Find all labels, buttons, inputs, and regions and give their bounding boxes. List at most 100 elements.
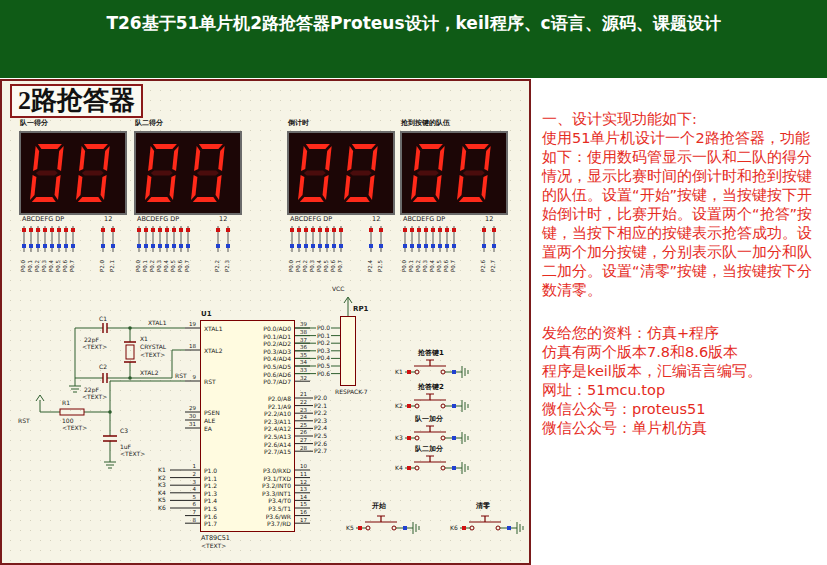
part-label: X1 (140, 336, 148, 342)
pin-name: P0.7/AD7 (263, 379, 291, 385)
pin-net-label: P0.2 (35, 260, 41, 272)
schematic-path (344, 297, 352, 316)
description-text: 微信公众号：proteus51 (542, 400, 706, 419)
pin-number: 35 (300, 353, 307, 359)
pin-number: 13 (300, 487, 307, 493)
pin-name: EA (204, 426, 212, 432)
pin-number: 7 (193, 510, 197, 516)
pin-name: P2.7/A15 (264, 449, 291, 455)
pin-name: P1.4 (204, 498, 217, 504)
part-label: U1 (201, 311, 212, 318)
description-text: 发给您的资料：仿真+程序 (542, 324, 719, 343)
pin-name: P2.5/A13 (264, 434, 291, 440)
pin-net-label: P0.1 (296, 260, 302, 272)
pin-net-label: P0.4 (49, 260, 55, 272)
pin-number: 14 (300, 495, 307, 501)
pin-number: 30 (189, 414, 196, 420)
pin-number: 27 (300, 438, 307, 444)
display-heading: 队二得分 (135, 120, 163, 127)
pin-caption: ABCDEFG DP (290, 216, 332, 223)
schematic-use (405, 426, 468, 444)
pin-number: 11 (300, 472, 307, 478)
pin-net-label: P0.6 (444, 260, 450, 272)
net-label: K1 (158, 467, 166, 473)
schematic-sheet (1, 80, 530, 564)
pin-name: P2.0/A8 (268, 396, 291, 402)
display-heading: 队一得分 (20, 120, 48, 127)
net-label: K6 (450, 525, 458, 531)
part-label: RST (18, 418, 30, 424)
description-text: 一、设计实现功能如下: (542, 110, 697, 129)
part-label: C3 (120, 428, 128, 434)
pin-name: P3.6/WR (266, 514, 291, 520)
pin-net-label: P2.6 (481, 260, 487, 272)
part-value: 100 (62, 418, 73, 424)
schematic-use (191, 144, 225, 202)
resistor-pack: RP1RESPACK-7 (340, 316, 356, 386)
pin-name: P3.5/T1 (268, 506, 291, 512)
button-label: 开始 (372, 503, 386, 510)
button-label: 抢答键1 (418, 350, 444, 357)
part-text: <TEXT> (62, 425, 87, 431)
part-text: <TEXT> (140, 352, 165, 358)
pin-name: P0.6/AD6 (263, 372, 291, 378)
part-value: 1uF (120, 444, 131, 450)
pin-name: P2.1/A9 (268, 404, 291, 410)
pin-number: 21 (300, 392, 307, 398)
net-label: K3 (158, 482, 166, 488)
pin-number: 22 (300, 400, 307, 406)
net-label: P0.3 (316, 348, 331, 354)
schematic-use (30, 144, 64, 202)
pin-net-label: P2.4 (368, 260, 374, 272)
pin-net-label: P0.3 (310, 260, 316, 272)
pin-net-label: P0.2 (303, 260, 309, 272)
pin-net-label: P0.5 (56, 260, 62, 272)
schematic-use (356, 516, 419, 534)
pin-name: P2.2/A10 (264, 411, 291, 417)
vcc-terminal (344, 297, 352, 316)
pin-net-label: P0.7 (338, 260, 344, 272)
net-label: P0.0 (316, 325, 331, 331)
net-label: XTAL2 (140, 370, 158, 376)
part-text: <TEXT> (201, 543, 226, 549)
net-label: P2.3 (313, 418, 328, 424)
schematic-path (36, 395, 44, 401)
net-label: K3 (395, 435, 403, 441)
pin-number: 23 (300, 408, 307, 414)
part-label: RP1 (353, 306, 368, 313)
schematic-circle (108, 410, 112, 414)
net-label: P2.2 (313, 410, 328, 416)
schematic-use (298, 144, 332, 202)
pin-number: 38 (300, 330, 307, 336)
schematic-use (290, 226, 383, 252)
net-label: XTAL1 (148, 320, 166, 326)
pin-number: 17 (300, 518, 307, 524)
button-label: 清零 (476, 503, 490, 510)
net-label: P0.1 (316, 333, 331, 339)
schematic-rect (60, 409, 84, 415)
schematic-use (137, 226, 230, 252)
pin-net-label: P0.5 (437, 260, 443, 272)
net-label: P2.7 (313, 448, 328, 454)
pin-net-label: P2.3 (225, 260, 231, 272)
part-text: <TEXT> (82, 344, 107, 350)
part-text: <TEXT> (82, 394, 107, 400)
pin-name: PSEN (204, 410, 220, 416)
schematic-path (103, 323, 136, 383)
pin-number: 6 (193, 502, 197, 508)
schematic-circle (128, 376, 132, 380)
pin-net-label: P0.3 (423, 260, 429, 272)
pin-number: 24 (300, 415, 307, 421)
pin-net-label: P0.7 (70, 260, 76, 272)
push-buttons (356, 360, 523, 534)
pin-number: 37 (300, 338, 307, 344)
schematic-rect (288, 132, 394, 214)
pin-number: 28 (300, 446, 307, 452)
net-label: K1 (395, 369, 403, 375)
schematic-use (457, 144, 491, 202)
pin-net-label: P0.0 (289, 260, 295, 272)
pin-name: P1.2 (204, 483, 217, 489)
pin-number: 33 (300, 368, 307, 374)
pin-number: 10 (300, 464, 307, 470)
pin-net-label: P0.1 (409, 260, 415, 272)
